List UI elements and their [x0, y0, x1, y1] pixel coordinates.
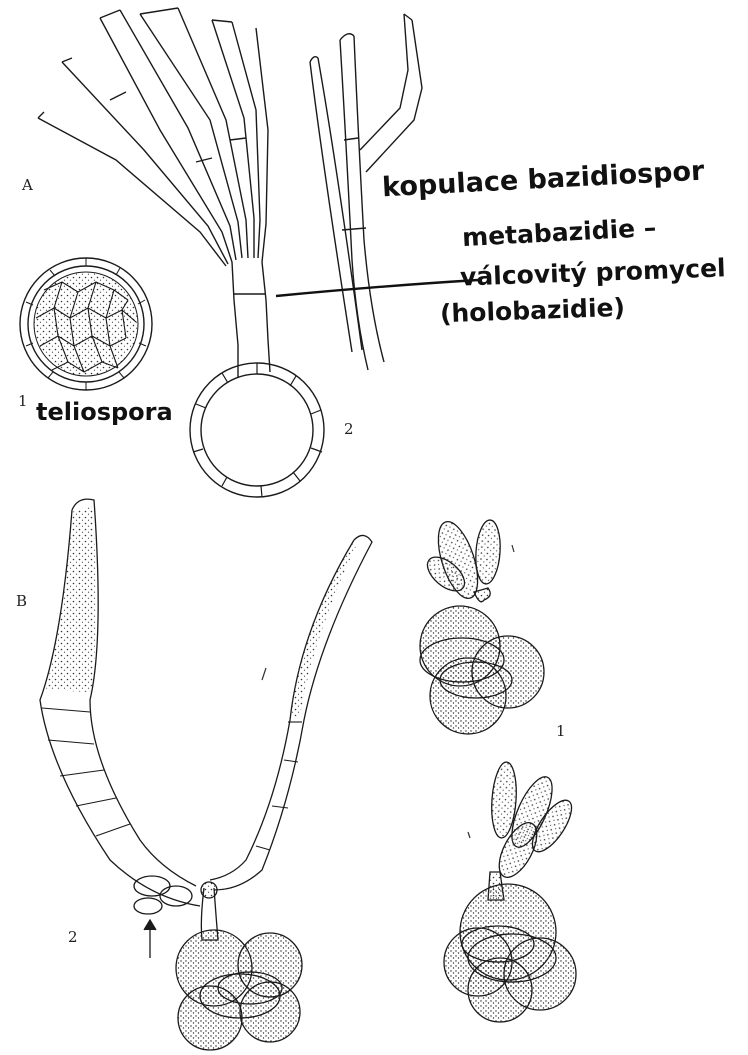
section-a-label: A — [22, 176, 33, 194]
teliospore-drawing — [20, 258, 152, 390]
fig-b2-number: 2 — [68, 928, 78, 946]
spore-cluster-lower-drawing — [444, 761, 579, 1022]
promycelium-pointer — [276, 280, 478, 296]
fig-a2-number: 2 — [344, 420, 354, 438]
spore-cluster-upper-drawing — [420, 517, 544, 734]
section-b-label: B — [16, 592, 27, 610]
fig-b1-number: 1 — [556, 722, 566, 740]
fig-a1-number: 1 — [18, 392, 28, 410]
germinating-spore-drawing — [40, 499, 372, 1050]
annotation-teliospora: teliospora — [36, 398, 173, 426]
